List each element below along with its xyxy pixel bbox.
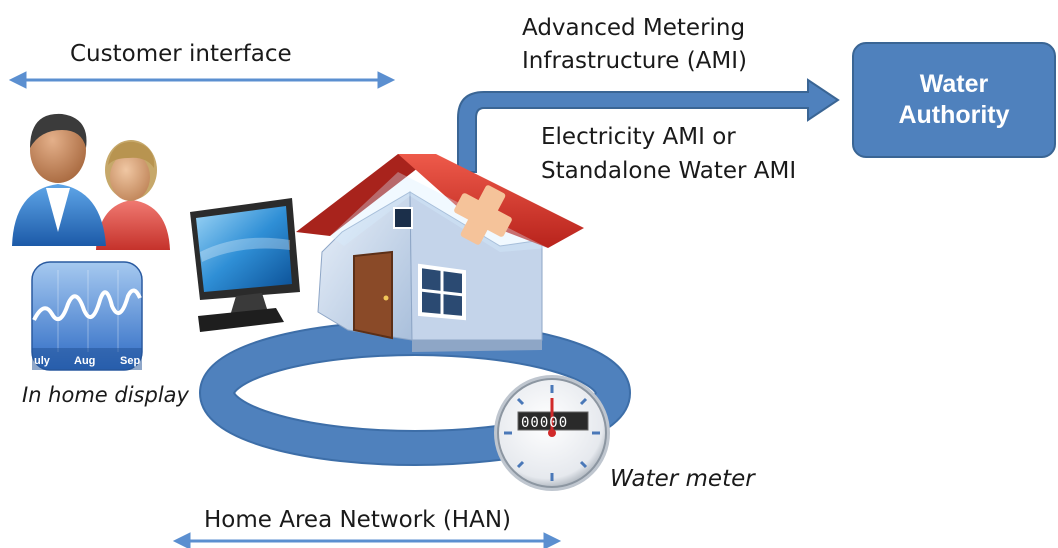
display-month-2: Aug (74, 355, 95, 367)
customer-interface-arrow (8, 71, 396, 89)
people-icon (12, 113, 170, 250)
han-arrow (172, 532, 562, 548)
display-month-3: Sep (120, 355, 140, 367)
ami-flow-arrow (457, 78, 840, 173)
ami-label-line2: Infrastructure (AMI) (522, 48, 748, 74)
computer-monitor-icon (190, 198, 300, 332)
water-meter-label: Water meter (610, 466, 755, 492)
han-label: Home Area Network (HAN) (204, 507, 511, 533)
house-icon (296, 154, 584, 352)
electricity-ami-label-line1: Electricity AMI or (541, 124, 736, 150)
water-authority-box: Water Authority (852, 42, 1056, 158)
water-authority-line2: Authority (898, 101, 1010, 129)
display-month-1: uly (34, 355, 51, 367)
ami-label-line1: Advanced Metering (522, 15, 746, 41)
electricity-ami-label-line2: Standalone Water AMI (541, 158, 797, 184)
water-meter-icon (494, 375, 610, 491)
customer-interface-label: Customer interface (70, 41, 292, 67)
in-home-display-icon (31, 261, 143, 371)
roof-cross-icon (454, 185, 512, 245)
in-home-display-label: In home display (22, 383, 189, 407)
water-authority-line1: Water (919, 69, 989, 98)
meter-digits: 00000 (521, 415, 568, 431)
